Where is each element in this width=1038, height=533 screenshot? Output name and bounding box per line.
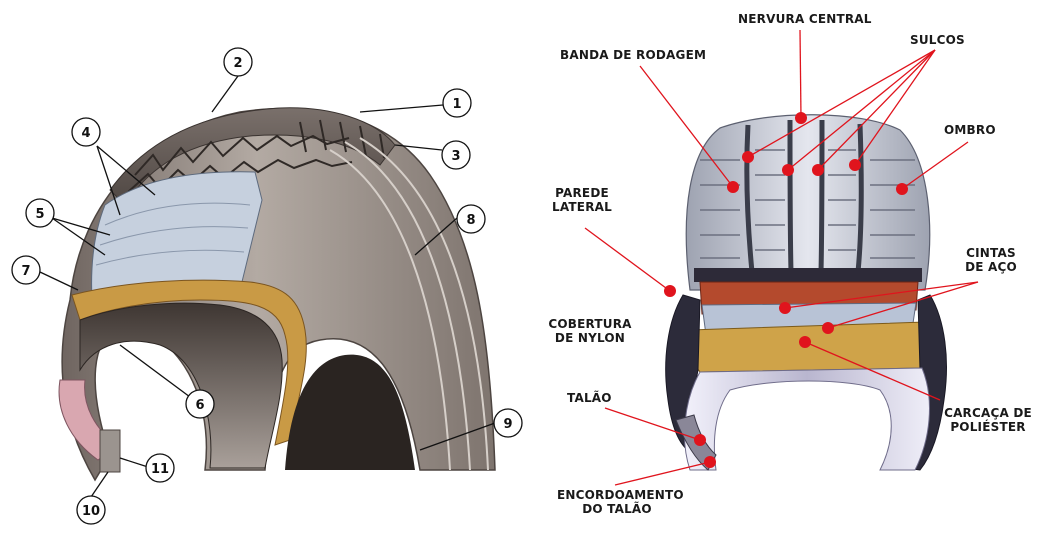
dot-sulco-3: [812, 164, 824, 176]
label-sulcos: SULCOS: [910, 33, 965, 47]
callout-badge-3: 3: [442, 141, 470, 169]
label-talao: TALÃO: [567, 391, 612, 405]
dot-cinta-2: [822, 322, 834, 334]
callout-number-3: 3: [451, 149, 460, 164]
right-tire-inner-liner: [685, 368, 930, 470]
label-carcaca-line-1: CARCAÇA DE: [943, 406, 1033, 420]
callout-number-11: 11: [151, 462, 169, 477]
label-encordoamento-line-1: ENCORDOAMENTO: [557, 488, 677, 502]
dot-carcaca: [799, 336, 811, 348]
label-banda-de-rodagem: BANDA DE RODAGEM: [560, 48, 706, 62]
label-cintas-de-aco: CINTAS DE AÇO: [956, 246, 1026, 274]
dot-nervura-central: [795, 112, 807, 124]
label-cobertura-line-1: COBERTURA: [548, 317, 632, 331]
callout-badge-7: 7: [12, 256, 40, 284]
callout-badge-1: 1: [443, 89, 471, 117]
callout-number-6: 6: [195, 398, 204, 413]
label-carcaca-de-poliester: CARCAÇA DE POLIÉSTER: [943, 406, 1033, 434]
label-encordoamento-line-2: DO TALÃO: [557, 502, 677, 516]
callout-number-1: 1: [452, 97, 461, 112]
pointer-nervura-central: [800, 30, 801, 118]
dot-banda-de-rodagem: [727, 181, 739, 193]
right-tire-carcass: [689, 322, 928, 372]
left-tire-illustration: [59, 108, 495, 480]
callout-badge-11: 11: [146, 454, 174, 482]
pointer-parede-lateral: [585, 228, 670, 291]
label-ombro: OMBRO: [944, 123, 996, 137]
callout-badge-8: 8: [457, 205, 485, 233]
right-tire-tread: [686, 115, 929, 290]
callout-badge-6: 6: [186, 390, 214, 418]
label-nervura-central: NERVURA CENTRAL: [738, 12, 872, 26]
left-tire-bead-wire: [100, 430, 120, 472]
callout-number-10: 10: [82, 504, 100, 519]
dot-ombro: [896, 183, 908, 195]
callout-badge-4: 4: [72, 118, 100, 146]
label-encordoamento-do-talao: ENCORDOAMENTO DO TALÃO: [557, 488, 677, 516]
callout-number-5: 5: [35, 207, 44, 222]
dot-cinta-1: [779, 302, 791, 314]
label-parede-lateral: PAREDE LATERAL: [547, 186, 617, 214]
label-cintas-line-1: CINTAS: [956, 246, 1026, 260]
dot-talao: [694, 434, 706, 446]
callout-number-4: 4: [81, 126, 90, 141]
callout-2-leader: [212, 76, 238, 112]
label-parede-lateral-line-2: LATERAL: [547, 200, 617, 214]
callout-1-leader: [360, 105, 443, 112]
callout-number-9: 9: [503, 417, 512, 432]
callout-11-leader: [120, 458, 148, 467]
label-cobertura-line-2: DE NYLON: [548, 331, 632, 345]
right-tire-undertread: [694, 268, 922, 282]
callout-badge-2: 2: [224, 48, 252, 76]
pointer-banda-de-rodagem: [640, 66, 733, 187]
callout-number-2: 2: [233, 56, 242, 71]
dot-sulco-4: [849, 159, 861, 171]
dot-parede-lateral: [664, 285, 676, 297]
callout-badge-9: 9: [494, 409, 522, 437]
label-parede-lateral-line-1: PAREDE: [547, 186, 617, 200]
dot-sulco-2: [782, 164, 794, 176]
label-cobertura-de-nylon: COBERTURA DE NYLON: [548, 317, 632, 345]
label-cintas-line-2: DE AÇO: [956, 260, 1026, 274]
callout-badge-5: 5: [26, 199, 54, 227]
dot-sulco-1: [742, 151, 754, 163]
dot-encordoamento: [704, 456, 716, 468]
callout-number-7: 7: [21, 264, 30, 279]
label-carcaca-line-2: POLIÉSTER: [943, 420, 1033, 434]
pointer-encordoamento: [615, 462, 710, 485]
callout-number-8: 8: [466, 213, 475, 228]
callout-badge-10: 10: [77, 496, 105, 524]
